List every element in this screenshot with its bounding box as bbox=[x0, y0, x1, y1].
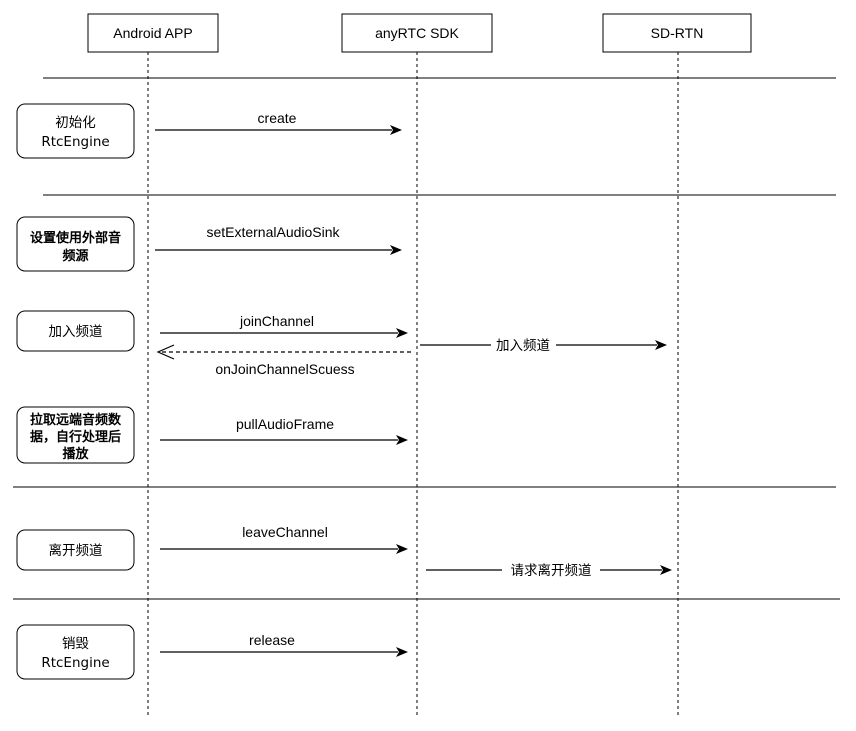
step-init-rtcengine: 初始化 RtcEngine bbox=[16, 103, 135, 159]
message-label: create bbox=[258, 110, 297, 126]
message-label: release bbox=[249, 632, 295, 648]
participant-label: SD-RTN bbox=[651, 25, 704, 41]
message-label: leaveChannel bbox=[242, 524, 328, 540]
step-label-line: 销毁 bbox=[62, 636, 89, 652]
step-label-line: RtcEngine bbox=[41, 134, 109, 150]
arrow-right-icon bbox=[660, 565, 672, 575]
step-label-line: 初始化 bbox=[55, 114, 96, 131]
message-on-join-channel-success: onJoinChannelScuess bbox=[156, 344, 411, 377]
participant-android-app: Android APP bbox=[87, 13, 219, 53]
step-pull-audio: 拉取远端音频数 据，自行处理后 播放 bbox=[16, 406, 135, 464]
participant-label: Android APP bbox=[113, 25, 192, 41]
message-leave-channel: leaveChannel bbox=[160, 524, 408, 554]
step-destroy-rtcengine: 销毁 RtcEngine bbox=[16, 624, 135, 680]
step-label-line: 据，自行处理后 bbox=[30, 429, 121, 445]
step-label-line: RtcEngine bbox=[41, 655, 109, 671]
participant-anyrtc-sdk: anyRTC SDK bbox=[341, 13, 493, 53]
message-pull-audio-frame: pullAudioFrame bbox=[160, 416, 408, 445]
step-set-external-audio: 设置使用外部音 频源 bbox=[16, 216, 135, 272]
participant-sd-rtn: SD-RTN bbox=[602, 13, 752, 53]
arrow-right-icon bbox=[396, 647, 408, 657]
message-label: onJoinChannelScuess bbox=[215, 361, 354, 377]
participant-label: anyRTC SDK bbox=[375, 25, 459, 41]
step-label-line: 加入频道 bbox=[49, 324, 103, 340]
message-request-leave-rtn: 请求离开频道 bbox=[426, 561, 672, 579]
message-join-channel-rtn: 加入频道 bbox=[420, 336, 667, 354]
step-label-line: 播放 bbox=[62, 446, 89, 462]
message-label: joinChannel bbox=[239, 313, 314, 329]
message-create: create bbox=[155, 110, 402, 135]
arrow-right-icon bbox=[390, 245, 402, 255]
step-label-line: 离开频道 bbox=[49, 542, 103, 559]
step-join-channel: 加入频道 bbox=[16, 310, 135, 352]
message-set-external-audio-sink: setExternalAudioSink bbox=[155, 224, 402, 255]
arrow-right-icon bbox=[390, 125, 402, 135]
step-leave-channel: 离开频道 bbox=[16, 529, 135, 571]
message-label: 请求离开频道 bbox=[511, 562, 592, 579]
arrow-right-icon bbox=[396, 544, 408, 554]
message-label: setExternalAudioSink bbox=[206, 224, 340, 240]
message-join-channel: joinChannel bbox=[160, 313, 408, 338]
arrow-right-icon bbox=[396, 328, 408, 338]
open-arrow-left-icon bbox=[156, 344, 175, 360]
step-label-line: 拉取远端音频数 bbox=[30, 412, 122, 428]
message-label: pullAudioFrame bbox=[236, 416, 334, 432]
message-release: release bbox=[160, 632, 408, 657]
arrow-right-icon bbox=[655, 340, 667, 350]
arrow-right-icon bbox=[396, 435, 408, 445]
step-label-line: 频源 bbox=[62, 248, 88, 264]
message-label: 加入频道 bbox=[496, 338, 550, 354]
step-label-line: 设置使用外部音 bbox=[30, 230, 121, 246]
